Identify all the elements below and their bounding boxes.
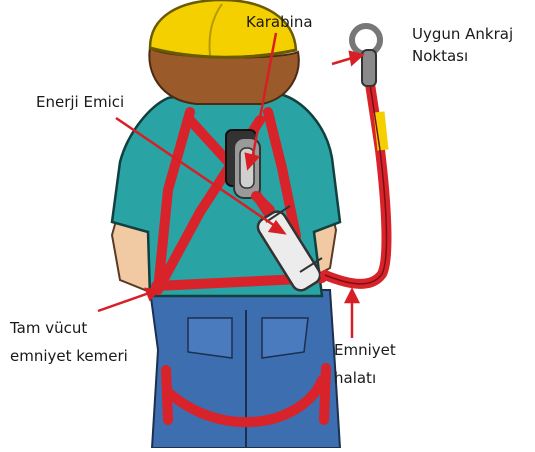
label-harness-line2: emniyet kemeri bbox=[10, 346, 128, 366]
label-karabina: Karabina bbox=[246, 12, 313, 32]
label-harness-line1: Tam vücut bbox=[10, 318, 87, 338]
label-anchor-line2: Noktası bbox=[412, 46, 468, 66]
label-lanyard-line1: Emniyet bbox=[334, 340, 396, 360]
label-anchor-line1: Uygun Ankraj bbox=[412, 24, 513, 44]
label-lanyard-line2: halatı bbox=[334, 368, 376, 388]
label-energy-absorber: Enerji Emici bbox=[36, 92, 124, 112]
